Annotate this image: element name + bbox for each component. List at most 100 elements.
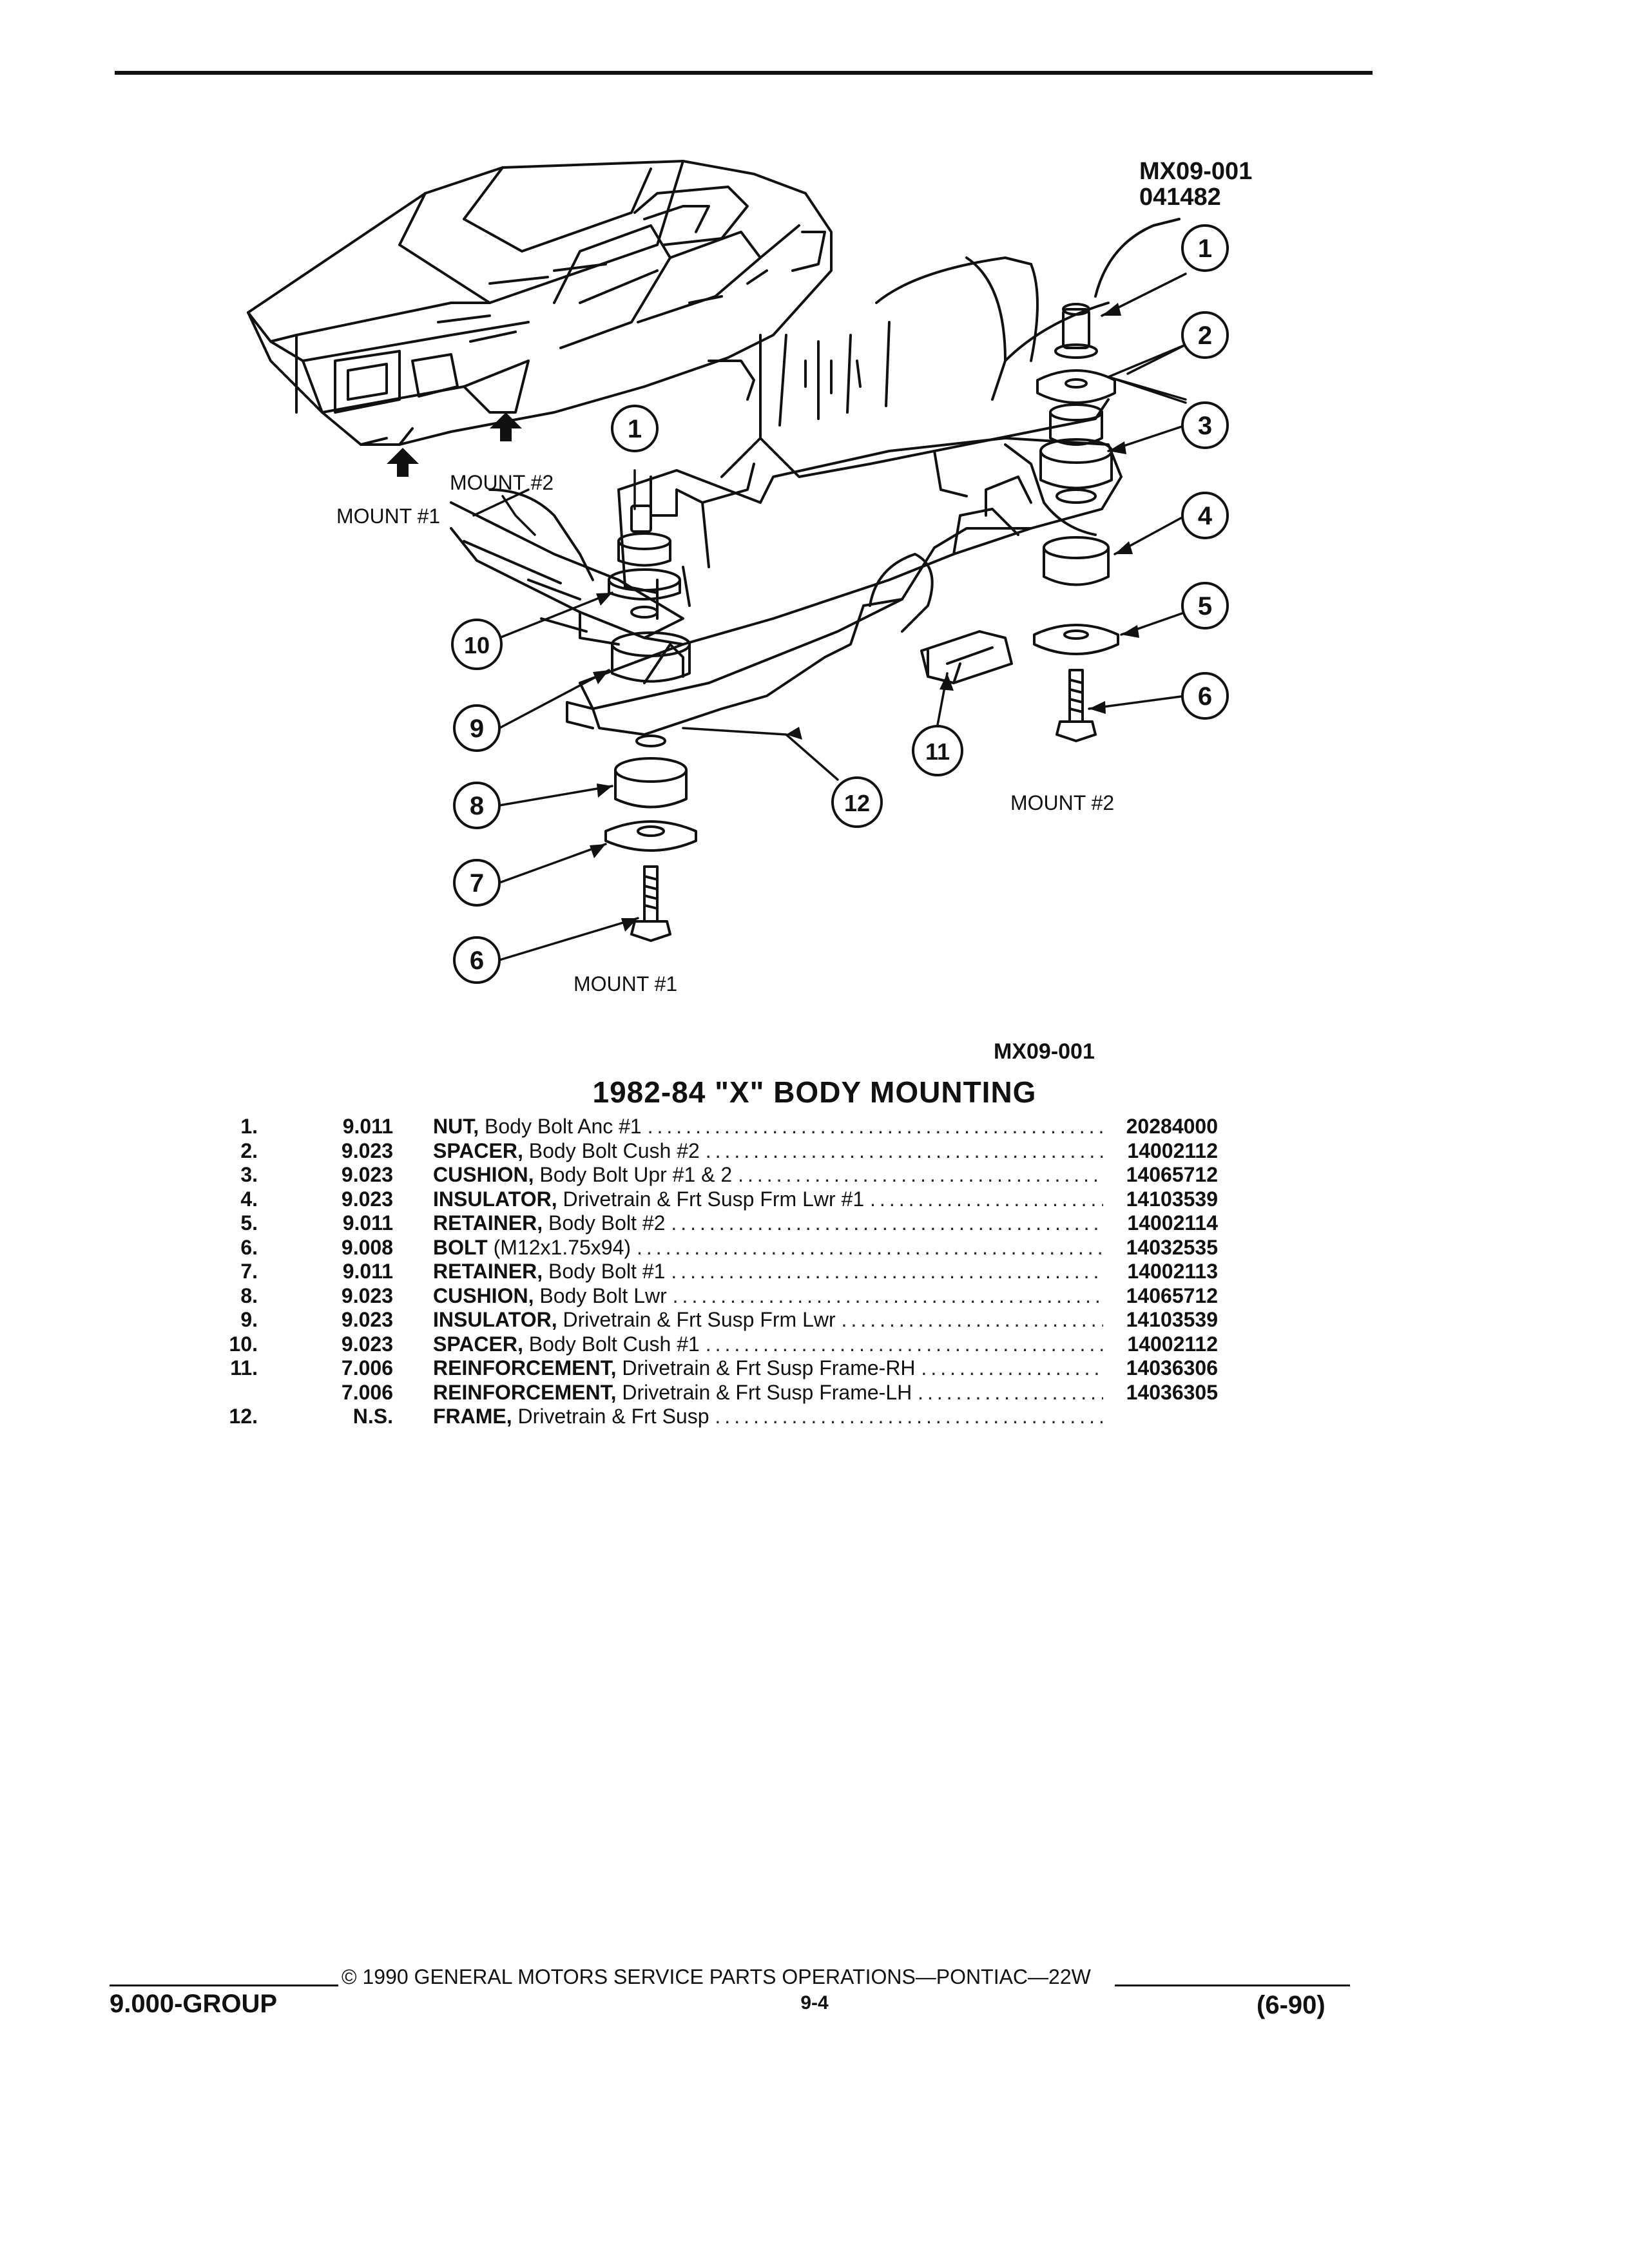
- part-detail: Body Bolt Cush #1: [528, 1332, 700, 1356]
- part-number: 14065712: [1126, 1283, 1218, 1307]
- part-name: INSULATOR,: [433, 1187, 557, 1211]
- part-index: 5.: [240, 1211, 258, 1235]
- part-index: 10.: [229, 1332, 258, 1356]
- part-index: 1.: [240, 1115, 258, 1138]
- part-index: 12.: [229, 1405, 258, 1428]
- part-index: 2.: [240, 1139, 258, 1162]
- part-number: 14002114: [1127, 1211, 1218, 1235]
- callout-circle: [451, 619, 503, 670]
- part-name: CUSHION,: [433, 1283, 534, 1307]
- callout-circle: [1181, 224, 1229, 272]
- part-number: 14032535: [1126, 1235, 1218, 1259]
- callout-circle: [1181, 582, 1229, 629]
- part-group-number: N.S.: [352, 1405, 393, 1428]
- callout-number: 1: [628, 415, 642, 443]
- callout-circles: [451, 224, 1229, 984]
- part-number: 14002112: [1127, 1332, 1218, 1356]
- part-detail: Body Bolt #2: [548, 1211, 666, 1235]
- part-group-number: 7.006: [341, 1356, 393, 1379]
- dot-leader: ........................................…: [705, 1332, 1103, 1356]
- part-detail: Body Bolt Anc #1: [485, 1115, 642, 1138]
- callout-number: 12: [844, 790, 870, 816]
- part-name: RETAINER,: [433, 1260, 543, 1283]
- callout-number: 3: [1198, 412, 1212, 440]
- dot-leader: ........................................…: [918, 1380, 1103, 1404]
- parts-row: 4. 9.023 INSULATOR, Drivetrain & Frt Susp …: [193, 1187, 1224, 1212]
- diagram-date-code: 041482: [1139, 184, 1221, 211]
- callout-circle: [1181, 672, 1229, 720]
- part-number: 14002112: [1127, 1139, 1218, 1162]
- callout-number: 9: [470, 715, 484, 743]
- part-description: CUSHION, Body Bolt Upr #1 & 2 ..........…: [433, 1163, 1103, 1187]
- footer-date: (6-90): [1257, 1991, 1325, 2019]
- dot-leader: ........................................…: [841, 1308, 1103, 1331]
- part-description: REINFORCEMENT, Drivetrain & Frt Susp Fra…: [433, 1356, 1103, 1381]
- mount1-arrow-icon: [387, 448, 419, 477]
- callout-number: 11: [925, 738, 950, 765]
- part-group-number: 9.023: [341, 1187, 393, 1211]
- part-description: BOLT (M12x1.75x94) .....................…: [433, 1236, 1103, 1260]
- callout-number: 6: [1198, 682, 1212, 711]
- footer-rule-right: [1115, 1984, 1350, 1986]
- part-description: RETAINER, Body Bolt #2 .................…: [433, 1211, 1103, 1236]
- callout-number: 6: [470, 947, 484, 975]
- part-name: NUT,: [433, 1115, 479, 1138]
- part-group-number: 9.008: [341, 1235, 393, 1259]
- dot-leader: ........................................…: [636, 1235, 1103, 1259]
- footer-page-number: 9-4: [800, 1992, 829, 2013]
- part-group-number: 9.011: [342, 1260, 393, 1283]
- part-name: BOLT: [433, 1235, 488, 1259]
- top-rule: [115, 71, 1373, 75]
- part-index: 7.: [240, 1260, 258, 1283]
- part-detail: Body Bolt Cush #2: [528, 1139, 700, 1162]
- part-number: 14103539: [1126, 1187, 1218, 1211]
- callout-circle: [1181, 492, 1229, 539]
- footer-copyright: © 1990 GENERAL MOTORS SERVICE PARTS OPER…: [342, 1965, 1091, 1988]
- part-index: 11.: [230, 1356, 258, 1379]
- dot-leader: ........................................…: [715, 1405, 1103, 1428]
- footer-rule-left: [110, 1984, 338, 1986]
- part-name: REINFORCEMENT,: [433, 1356, 617, 1379]
- callout-number: 7: [470, 869, 484, 898]
- parts-row: 12.N.S.FRAME, Drivetrain & Frt Susp ....…: [193, 1405, 1224, 1429]
- mount2-label-upper: MOUNT #2: [450, 471, 554, 494]
- callout-number: 5: [1198, 592, 1212, 620]
- part-group-number: 9.023: [341, 1308, 393, 1331]
- dot-leader: ........................................…: [870, 1187, 1103, 1211]
- part-detail: Drivetrain & Frt Susp Frame-LH: [622, 1380, 912, 1404]
- mount1-label-upper: MOUNT #1: [336, 505, 440, 528]
- part-number: 20284000: [1126, 1115, 1218, 1138]
- car-body-illustration: [247, 160, 833, 446]
- mount1-label-lower: MOUNT #1: [574, 972, 677, 995]
- part-detail: Body Bolt #1: [548, 1260, 666, 1283]
- callout-circle: [453, 704, 501, 752]
- part-detail: (M12x1.75x94): [493, 1235, 631, 1259]
- part-name: RETAINER,: [433, 1211, 543, 1235]
- callout-circle: [453, 782, 501, 829]
- dot-leader: ........................................…: [921, 1356, 1103, 1379]
- dot-leader: ........................................…: [705, 1139, 1103, 1162]
- part-detail: Drivetrain & Frt Susp Frm Lwr: [563, 1308, 836, 1331]
- mount2-parts-stack: [1033, 303, 1119, 742]
- callout-circle: [912, 725, 963, 776]
- part-group-number: 9.023: [341, 1332, 393, 1356]
- callout-number: 10: [464, 632, 490, 658]
- callout-number: 1: [1198, 235, 1212, 263]
- part-index: 3.: [240, 1163, 258, 1186]
- part-index: 9.: [240, 1308, 258, 1331]
- part-name: FRAME,: [433, 1405, 512, 1428]
- part-detail: Drivetrain & Frt Susp Frm Lwr #1: [563, 1187, 865, 1211]
- footer-group: 9.000-GROUP: [110, 1990, 278, 2018]
- part-detail: Body Bolt Upr #1 & 2: [539, 1163, 733, 1186]
- body-mounting-diagram: 1 2 3 4 5 6 1 10 9 8 7 6 11 12 MOUNT #2 …: [247, 160, 1229, 995]
- part-description: NUT, Body Bolt Anc #1 ..................…: [433, 1115, 1103, 1139]
- callout-circle: [611, 405, 659, 452]
- part-index: 4.: [240, 1187, 258, 1211]
- callout-number: 2: [1198, 322, 1212, 350]
- callout-circle: [1181, 311, 1229, 359]
- parts-list: 1. 9.011 NUT, Body Bolt Anc #1 ...........…: [193, 1115, 1224, 1429]
